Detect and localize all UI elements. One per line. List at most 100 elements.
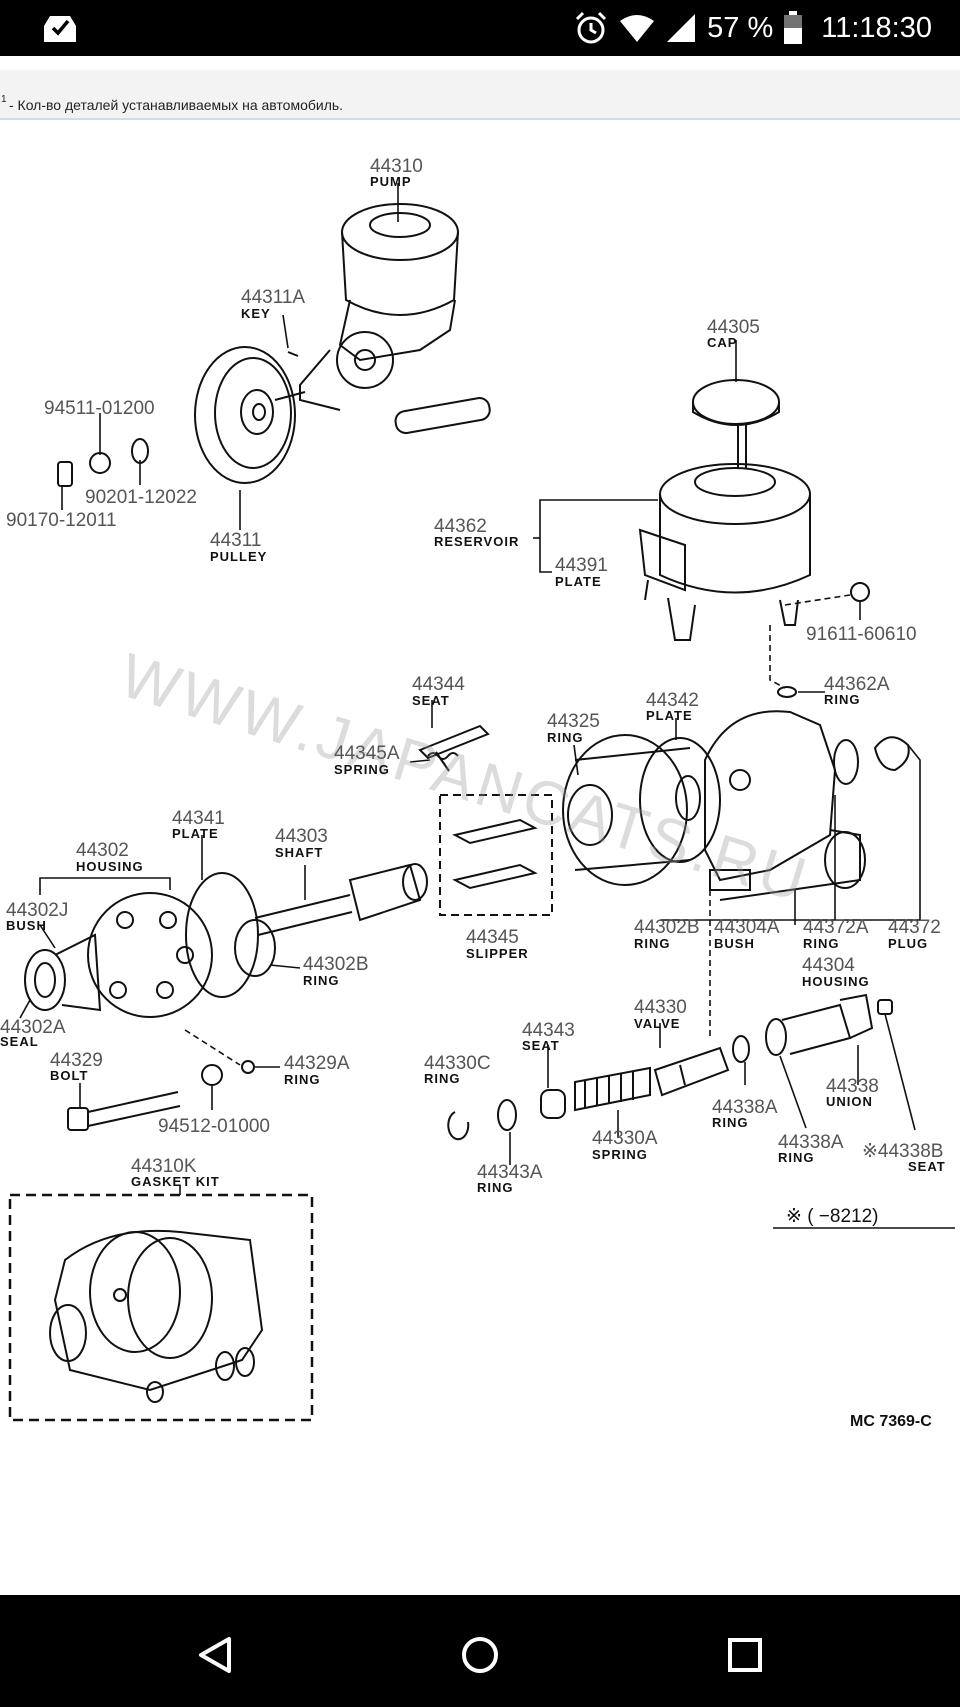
part-name: SEAL: [0, 1034, 39, 1049]
part-number: 44362: [434, 516, 487, 537]
part-name: PLATE: [555, 574, 602, 589]
part-name: PUMP: [370, 174, 412, 189]
recents-icon: [728, 1638, 762, 1672]
date-range-note: ※ ( −8212): [786, 1206, 879, 1227]
part-number: 44344: [412, 674, 465, 695]
part-name: PLUG: [888, 936, 928, 951]
valve-44330-drawing: [653, 1046, 730, 1097]
ring-44302b-drawing: [234, 919, 276, 977]
part-name: GASKET KIT: [131, 1174, 220, 1189]
part-number: 44343A: [477, 1162, 543, 1183]
part-name: RING: [424, 1071, 461, 1086]
part-name: RING: [477, 1180, 514, 1195]
part-name: PLATE: [172, 826, 219, 841]
part-number: 44310: [370, 156, 423, 177]
part-91611-60610[interactable]: 91611-60610: [806, 624, 917, 645]
back-button[interactable]: [185, 1625, 245, 1685]
part-number: 44302B: [634, 917, 700, 938]
notification-icon[interactable]: [42, 12, 78, 44]
part-number: 94511-01200: [44, 398, 155, 419]
plate-44342-drawing: [639, 737, 721, 863]
part-number: 44310K: [131, 1156, 197, 1177]
alarm-icon: [573, 10, 609, 46]
part-name: RING: [824, 692, 861, 707]
part-number: 44345: [466, 927, 519, 948]
shaft-drawing: [254, 863, 428, 936]
part-number: 44372: [888, 917, 941, 938]
part-number: 44391: [555, 555, 608, 576]
part-number: 44341: [172, 808, 225, 829]
part-name: SPRING: [592, 1147, 648, 1162]
part-number: 44303: [275, 826, 328, 847]
home-button[interactable]: [450, 1625, 510, 1685]
plug-44372-drawing: [873, 736, 910, 772]
part-number: 44305: [707, 317, 760, 338]
part-number: 91611-60610: [806, 624, 917, 645]
part-number: 44304: [802, 955, 855, 976]
part-number: ※44338B: [862, 1141, 943, 1162]
part-90201-12022[interactable]: 90201-12022: [85, 487, 197, 508]
part-name: BUSH: [6, 918, 47, 933]
gasket-kit-drawing: [8, 1193, 314, 1422]
part-number: 44330A: [592, 1128, 658, 1149]
ring-44330c-drawing: [447, 1111, 470, 1141]
front-housing-drawing: [87, 892, 213, 1018]
part-name: SHAFT: [275, 845, 323, 860]
part-90170-12011[interactable]: 90170-12011: [6, 510, 117, 531]
seat-44338b-drawing: [877, 999, 893, 1015]
battery-icon: [783, 11, 803, 45]
part-number: 44302A: [0, 1017, 66, 1038]
part-name: RING: [712, 1115, 749, 1130]
part-94511-01200[interactable]: 94511-01200: [44, 398, 155, 419]
part-number: 44343: [522, 1020, 575, 1041]
part-number: 44345A: [334, 743, 400, 764]
part-number: 90170-12011: [6, 510, 117, 531]
recents-button[interactable]: [715, 1625, 775, 1685]
wifi-icon: [619, 13, 655, 43]
note-text: - Кол-во деталей устанавливаемых на авто…: [9, 97, 344, 113]
part-number: 90201-12022: [85, 487, 197, 508]
part-name: RING: [634, 936, 671, 951]
part-94512-01000[interactable]: 94512-01000: [158, 1116, 270, 1137]
leader-lines: [19, 183, 955, 1229]
part-number: 44338A: [712, 1097, 778, 1118]
plate-44341-drawing: [185, 872, 259, 998]
drawing-code: MC 7369-C: [850, 1413, 932, 1430]
